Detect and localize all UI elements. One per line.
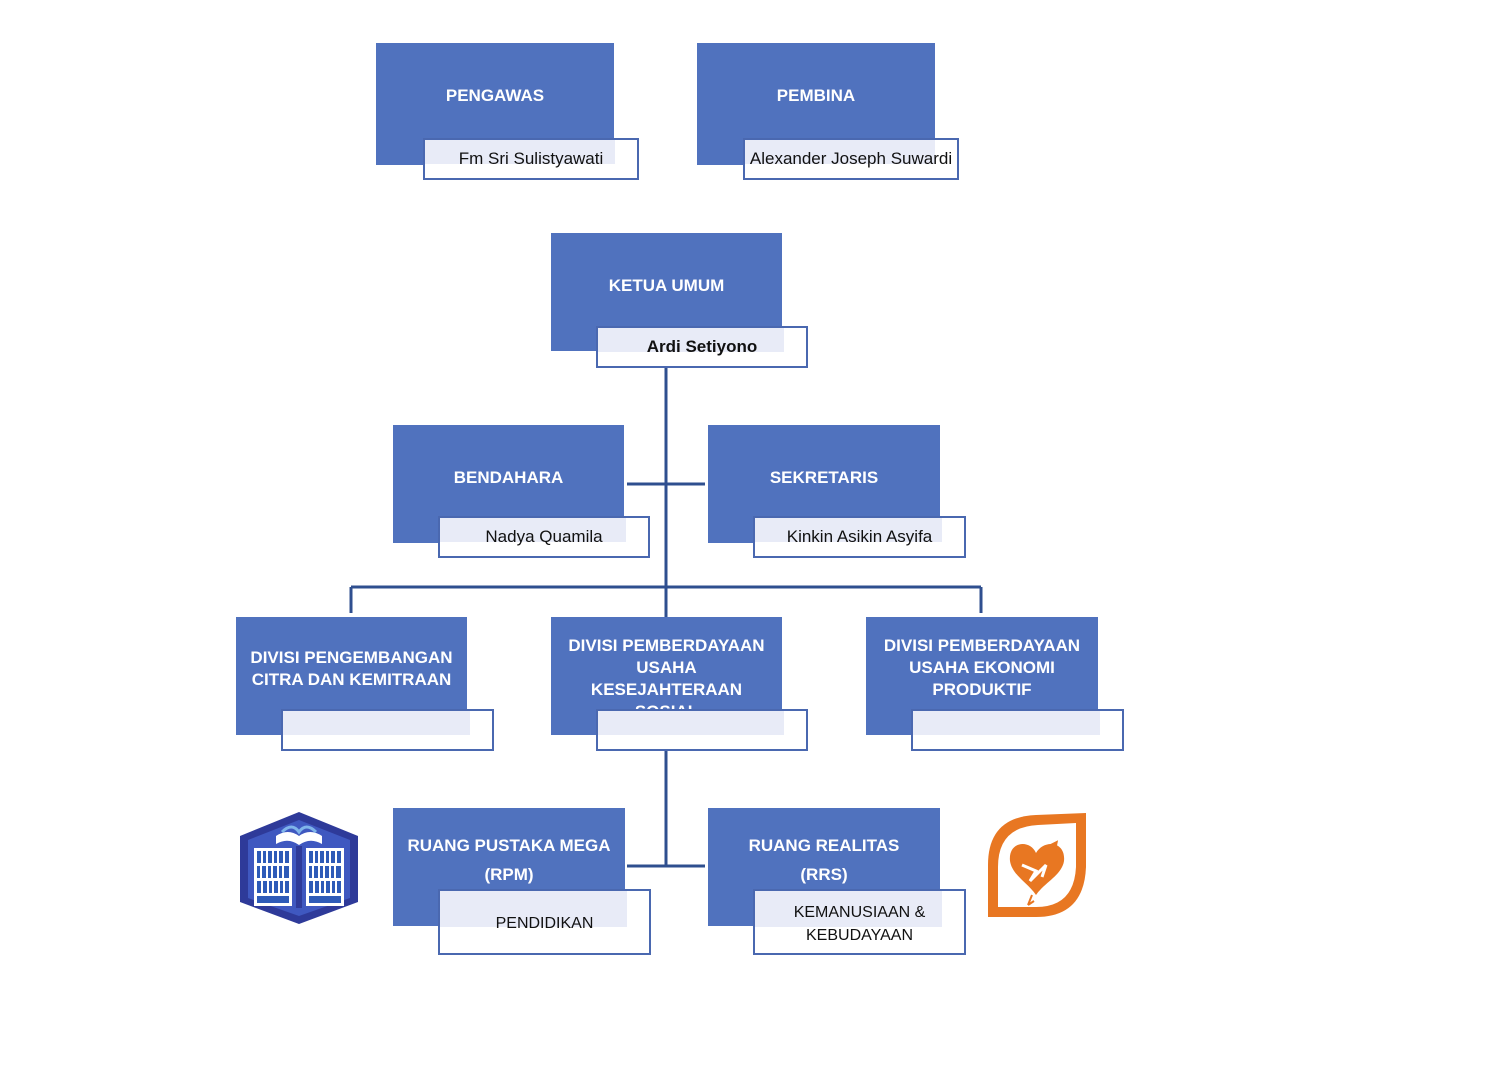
- divisi-citra-name-box: [281, 709, 494, 751]
- rpm-name-box: PENDIDIKAN: [438, 889, 651, 955]
- rrs-name-box: KEMANUSIAAN & KEBUDAYAAN: [753, 889, 966, 955]
- rrs-title-line2: (RRS): [800, 865, 848, 884]
- rpm-title-line1: RUANG PUSTAKA MEGA: [407, 836, 611, 855]
- pembina-title: PEMBINA: [776, 86, 856, 105]
- heart-logo-icon: [988, 813, 1086, 917]
- pengawas-name-box: Fm Sri Sulistyawati: [423, 138, 639, 180]
- sekretaris-title: SEKRETARIS: [769, 468, 879, 487]
- sekretaris-name: Kinkin Asikin Asyifa: [786, 527, 933, 546]
- rrs-title-line1: RUANG REALITAS: [748, 836, 900, 855]
- bendahara-title: BENDAHARA: [453, 468, 564, 487]
- pengawas-name: Fm Sri Sulistyawati: [458, 149, 604, 168]
- ketua-title: KETUA UMUM: [608, 276, 725, 295]
- divisi-kesejahteraan-name-box: [596, 709, 808, 751]
- library-logo-icon: [240, 812, 358, 924]
- pengawas-title: PENGAWAS: [445, 86, 545, 105]
- sekretaris-name-box: Kinkin Asikin Asyifa: [753, 516, 966, 558]
- divisi-ekonomi-name-box: [911, 709, 1124, 751]
- ketua-name-box: Ardi Setiyono: [596, 326, 808, 368]
- bendahara-name-box: Nadya Quamila: [438, 516, 650, 558]
- pembina-name-box: Alexander Joseph Suwardi: [743, 138, 959, 180]
- bendahara-name: Nadya Quamila: [485, 527, 603, 546]
- rpm-name: PENDIDIKAN: [495, 915, 594, 932]
- divisi-ekonomi-title: DIVISI PEMBERDAYAAN USAHA EKONOMI PRODUK…: [883, 636, 1081, 699]
- divisi-citra-title: DIVISI PENGEMBANGAN CITRA DAN KEMITRAAN: [250, 648, 453, 689]
- pembina-name: Alexander Joseph Suwardi: [749, 149, 953, 168]
- rrs-name-line1: KEMANUSIAAN &: [793, 904, 926, 921]
- rrs-name-line2: KEBUDAYAAN: [806, 927, 913, 944]
- rpm-title-line2: (RPM): [484, 865, 534, 884]
- ketua-name: Ardi Setiyono: [646, 337, 758, 356]
